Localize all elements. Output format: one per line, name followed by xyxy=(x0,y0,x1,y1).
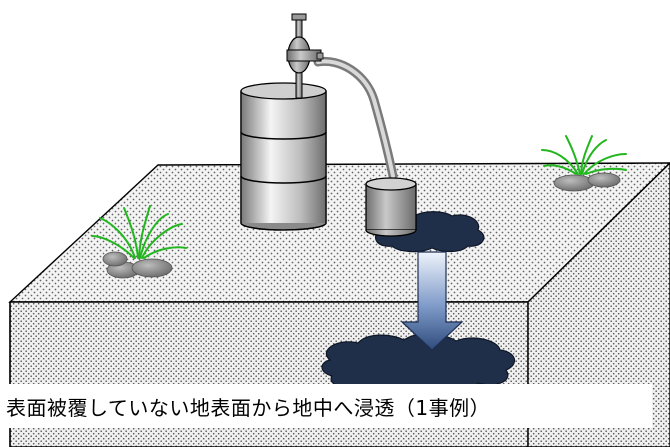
down-arrow-icon xyxy=(400,251,464,351)
hand-pump-icon xyxy=(286,13,324,99)
rock-icon xyxy=(553,174,595,192)
container-icon xyxy=(365,177,417,237)
grass-icon xyxy=(541,135,627,192)
diagram-caption: 表面被覆していない地表面から地中へ浸透（1事例） xyxy=(6,395,491,420)
caption-box: 表面被覆していない地表面から地中へ浸透（1事例） xyxy=(2,384,652,428)
grass-icon xyxy=(91,205,187,279)
drum-icon xyxy=(240,82,327,231)
hose-icon xyxy=(313,56,398,181)
